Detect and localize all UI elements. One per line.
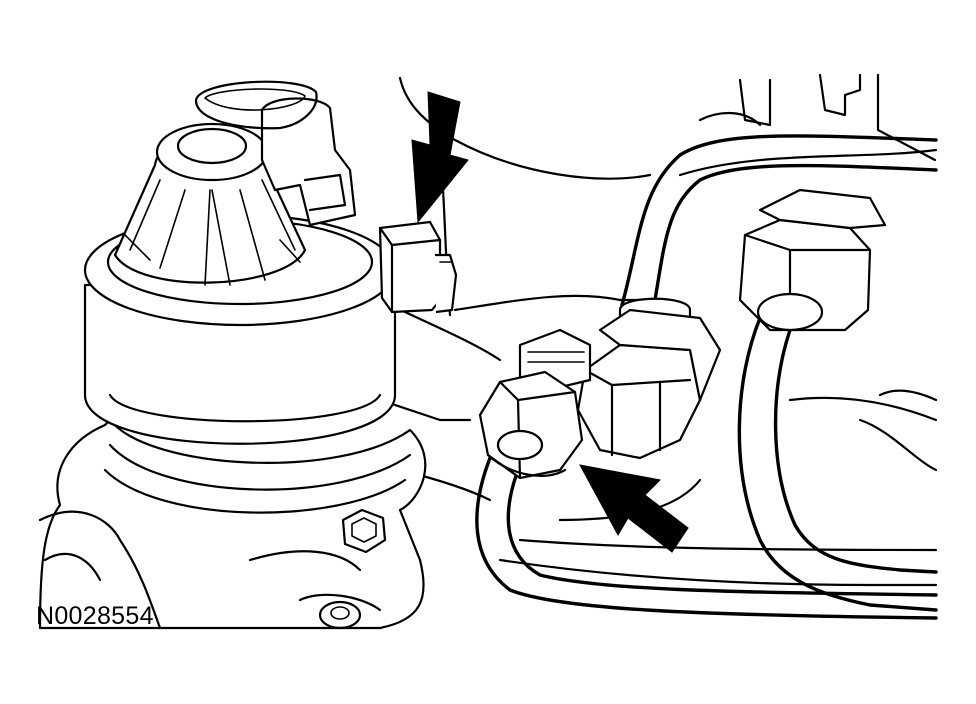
lower-tube-nut [478, 328, 592, 480]
egr-valve [38, 80, 427, 630]
figure-reference-id: N0028554 [36, 602, 154, 630]
upper-tube-nut [378, 220, 458, 314]
upper-arrow [411, 91, 469, 224]
tube-fittings [576, 188, 887, 460]
egr-tubes [475, 134, 938, 620]
lower-arrow [579, 464, 689, 553]
